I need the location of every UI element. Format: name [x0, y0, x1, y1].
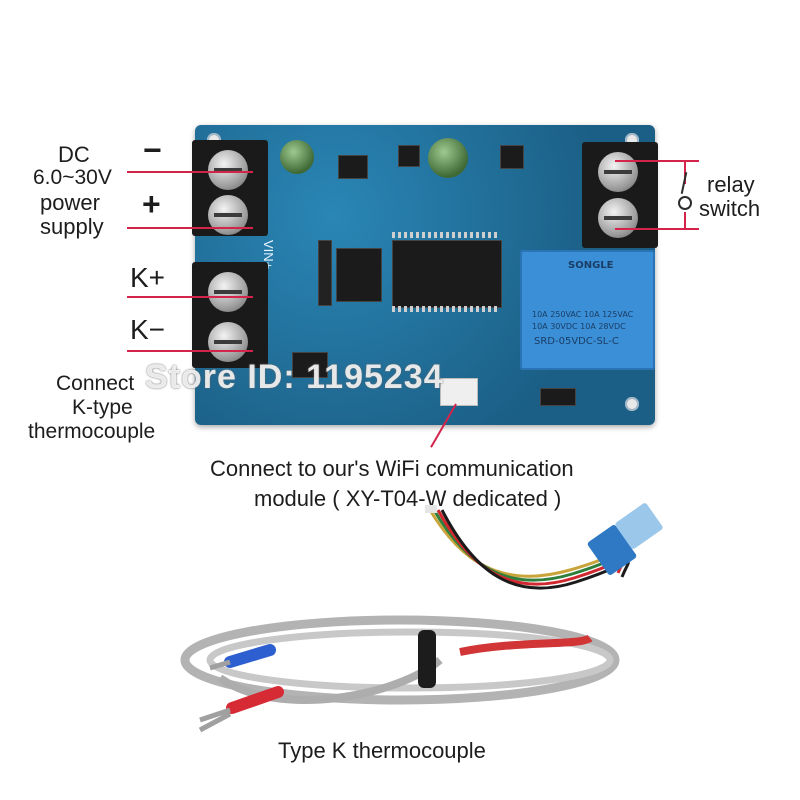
relay-spec: 10A 250VAC 10A 125VAC — [532, 310, 634, 319]
annotation-line — [615, 160, 699, 162]
k-plus-label: K+ — [130, 262, 166, 293]
connect-k-label: Connect — [56, 372, 135, 395]
annotation-line — [127, 171, 253, 173]
k-minus-label: K− — [130, 314, 166, 345]
capacitor — [280, 140, 314, 174]
type-k-caption: Type K thermocouple — [278, 738, 486, 763]
ic-chip — [398, 145, 420, 167]
ic-chip — [292, 352, 328, 378]
thermocouple-probe-image — [180, 615, 620, 733]
switch-lever — [680, 172, 688, 194]
relay-brand: SONGLE — [568, 260, 614, 271]
k-type-label: K-type — [72, 396, 133, 419]
wifi-caption-line1: Connect to our's WiFi communication — [210, 456, 574, 481]
terminal-screw — [208, 322, 248, 362]
terminal-screw — [208, 150, 248, 190]
minus-symbol: − — [143, 132, 162, 168]
power-label: power — [40, 190, 100, 215]
annotation-line — [615, 228, 699, 230]
relay-model: SRD-05VDC-SL-C — [534, 336, 619, 347]
ic-chip — [336, 248, 382, 302]
chip-pins — [392, 232, 500, 238]
annotation-line — [127, 350, 253, 352]
dc-label: DC — [58, 142, 90, 167]
relay-spec: 10A 30VDC 10A 28VDC — [532, 322, 626, 331]
annotation-line — [127, 296, 253, 298]
terminal-screw — [598, 152, 638, 192]
relay: SONGLE 10A 250VAC 10A 125VAC 10A 30VDC 1… — [520, 250, 655, 370]
wifi-module-image — [425, 503, 663, 590]
relay-label: relay — [707, 172, 755, 197]
mounting-hole — [625, 397, 639, 411]
voltage-label: 6.0~30V — [33, 166, 112, 189]
switch-contact — [678, 196, 692, 210]
supply-label: supply — [40, 214, 104, 239]
wifi-caption-line2: module ( XY-T04-W dedicated ) — [254, 486, 562, 511]
switch-label: switch — [699, 196, 761, 221]
terminal-screw — [598, 198, 638, 238]
microcontroller-chip — [392, 240, 502, 308]
annotation-line — [127, 227, 253, 229]
terminal-screw — [208, 195, 248, 235]
chip-pins — [392, 306, 500, 312]
ic-chip — [338, 155, 368, 179]
switch-symbol-line — [684, 160, 686, 184]
ic-chip — [540, 388, 576, 406]
wifi-connector — [440, 378, 478, 406]
switch-symbol-line — [684, 212, 686, 228]
thermocouple-label: thermocouple — [28, 420, 156, 443]
store-watermark: Store ID: 1195234 — [145, 358, 444, 396]
plus-symbol: + — [142, 186, 161, 222]
capacitor — [428, 138, 468, 178]
connector-header — [318, 240, 332, 306]
ic-chip — [500, 145, 524, 169]
terminal-screw — [208, 272, 248, 312]
